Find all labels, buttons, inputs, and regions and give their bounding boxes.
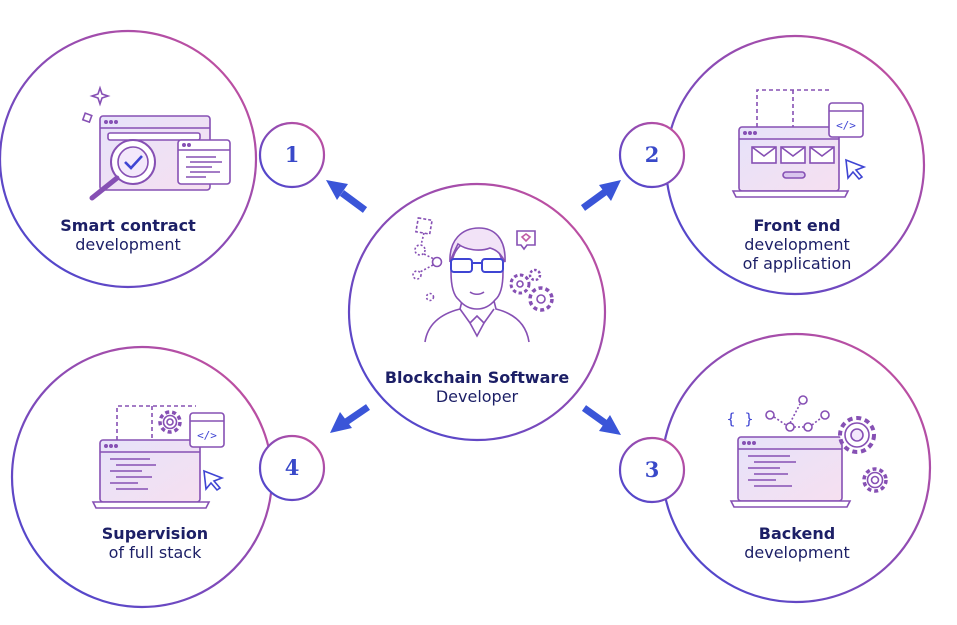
step-1-number-circle — [258, 121, 326, 189]
arrow-to-step-2 — [580, 180, 621, 211]
step-4-number-circle — [258, 434, 326, 502]
step-2-subtitle: development — [744, 235, 850, 254]
fullstack-laptop-icon: </> — [91, 405, 225, 509]
center-circle — [347, 182, 607, 442]
arrow-to-step-1 — [326, 180, 368, 213]
step-1-title: Smart contract — [60, 216, 196, 235]
developer-avatar-icon — [412, 216, 554, 343]
gear-icon — [158, 410, 182, 434]
step-3-number: 3 — [644, 457, 660, 482]
arrow-to-step-3 — [581, 405, 621, 435]
step-1-subtitle: development — [75, 235, 181, 254]
center-title: Blockchain Software — [384, 368, 570, 387]
step-1-label: Smart contract development — [48, 216, 208, 254]
code-tag-icon: </> — [197, 429, 217, 442]
frontend-laptop-icon: </> — [731, 89, 867, 198]
curly-brackets-icon: { } — [726, 410, 753, 428]
small-gear-icon — [862, 467, 888, 493]
center-label: Blockchain Software Developer — [382, 368, 572, 406]
step-4-title: Supervision — [101, 524, 209, 543]
step-3-label: Backend development — [722, 524, 872, 562]
step-4-number: 4 — [284, 455, 300, 480]
arrow-to-step-4 — [330, 404, 370, 433]
step-2-subtitle-2: of application — [742, 254, 852, 273]
large-gear-icon — [838, 416, 876, 454]
center-subtitle: Developer — [435, 387, 519, 406]
backend-laptop-gears-icon: { } — [726, 395, 888, 508]
step-1-number: 1 — [284, 142, 300, 167]
step-3-subtitle: development — [744, 543, 850, 562]
step-3-number-circle — [618, 436, 686, 504]
step-4-label: Supervision of full stack — [80, 524, 230, 562]
step-2-label: Front end development of application — [722, 216, 872, 273]
contract-verification-icon — [81, 85, 231, 201]
step-3-title: Backend — [758, 524, 836, 543]
step-4-subtitle: of full stack — [108, 543, 202, 562]
step-2-number: 2 — [644, 142, 660, 167]
step-2-number-circle — [618, 121, 686, 189]
step-2-title: Front end — [753, 216, 841, 235]
code-tag-icon: </> — [836, 119, 856, 132]
